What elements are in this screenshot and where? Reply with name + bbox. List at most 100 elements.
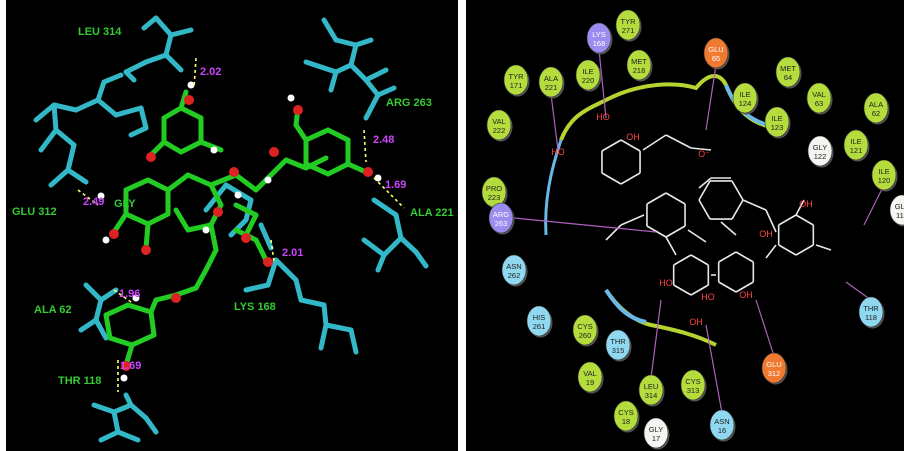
oxygen-atom (171, 293, 181, 303)
oxygen-atom (263, 257, 273, 267)
hydrogen-atom (97, 192, 105, 200)
residue-bubble-shape (807, 135, 833, 167)
ligand-bond (203, 247, 219, 273)
pocket-outline (544, 74, 779, 347)
interaction-line (598, 49, 607, 119)
residue-bubble-shape (863, 92, 889, 124)
protein-bond (381, 235, 404, 258)
residue-name: GLU (708, 45, 723, 54)
residue-name: GLY (813, 143, 827, 152)
distance-label: 2.48 (373, 134, 394, 146)
residue-bubble-shape (488, 202, 514, 234)
protein-bond (333, 62, 354, 75)
residue-number: 63 (815, 99, 823, 108)
residue-name: VAL (583, 369, 597, 378)
residue-bubble-shape (613, 400, 639, 432)
protein-bond (348, 42, 359, 68)
ligand-bond-2d (718, 281, 737, 293)
residue-number: 218 (633, 66, 646, 75)
protein-bond (83, 282, 104, 303)
hydrogen-atom (287, 94, 295, 102)
protein-bond (141, 15, 159, 31)
residue-name: PRO (486, 184, 502, 193)
hydrogen-atom (264, 176, 272, 184)
ligand-bond-2d (718, 251, 737, 263)
ligand-bond (208, 182, 224, 208)
ligand-bond (303, 127, 331, 143)
protein-bond (321, 302, 329, 328)
protein-bond (101, 72, 124, 85)
ligand-sticks (97, 81, 382, 382)
residue-name: GLY (895, 202, 904, 211)
residue-bubble-shape (709, 409, 735, 441)
protein-bond (303, 59, 339, 75)
atom-label: OH (759, 229, 773, 239)
ligand-bond-2d (698, 177, 712, 189)
protein-bond (51, 102, 79, 113)
ligand-bond (103, 312, 113, 341)
residue-name: VAL (812, 90, 826, 99)
ligand-bond-2d (815, 244, 832, 251)
distance-label: 1.69 (385, 179, 406, 191)
residue-label-glu312: GLU 312 (12, 206, 57, 218)
oxygen-atom (363, 167, 373, 177)
residue-name: MET (631, 57, 647, 66)
residue-bubble-shape (764, 106, 790, 138)
protein-bond (333, 37, 359, 48)
residue-bubble-shape (605, 329, 631, 361)
residue-bubble-shape (858, 296, 884, 328)
distance-label: 1.96 (119, 288, 140, 300)
residue-name: THR (610, 337, 626, 346)
protein-bond (138, 105, 149, 131)
ligand-bond (145, 211, 171, 227)
protein-bond (91, 402, 117, 415)
ligand-bond-2d (690, 147, 712, 151)
atom-label: OH (739, 290, 753, 300)
residue-number: 124 (739, 99, 752, 108)
protein-bond (123, 59, 149, 75)
ligand-bond (293, 122, 309, 143)
residue-bubble-shape (538, 66, 564, 98)
ligand-bond-2d (601, 172, 622, 185)
residue-bubble-shape (626, 49, 652, 81)
ligand-bond (208, 222, 219, 253)
ligand-bond (125, 302, 154, 315)
interaction-line (650, 299, 662, 379)
protein-bond (95, 79, 107, 103)
oxygen-atom (269, 147, 279, 157)
residue-bubble-shape (575, 59, 601, 91)
ligand-bond (243, 212, 259, 238)
oxygen-atom (109, 229, 119, 239)
residue-bubble-shape (871, 159, 897, 191)
atom-label: HO (551, 147, 565, 157)
residue-number: 62 (872, 109, 880, 118)
ligand-bond (161, 139, 184, 155)
ligand-bond (111, 211, 129, 235)
ligand-bond (283, 157, 309, 171)
residue-name: ILE (878, 167, 889, 176)
interaction-line (845, 281, 872, 301)
protein-bond (128, 402, 149, 421)
hydrogen-atom (210, 146, 218, 154)
atom-label: O⁻ (698, 149, 710, 159)
protein-bond (328, 69, 339, 93)
residue-name: LEU (644, 382, 659, 391)
residue-name: ILE (582, 67, 593, 76)
protein-bond (73, 97, 101, 113)
ligand-bond (173, 207, 191, 233)
residue-bubble-shape (732, 82, 758, 114)
ligand-bond-2d (665, 225, 686, 238)
